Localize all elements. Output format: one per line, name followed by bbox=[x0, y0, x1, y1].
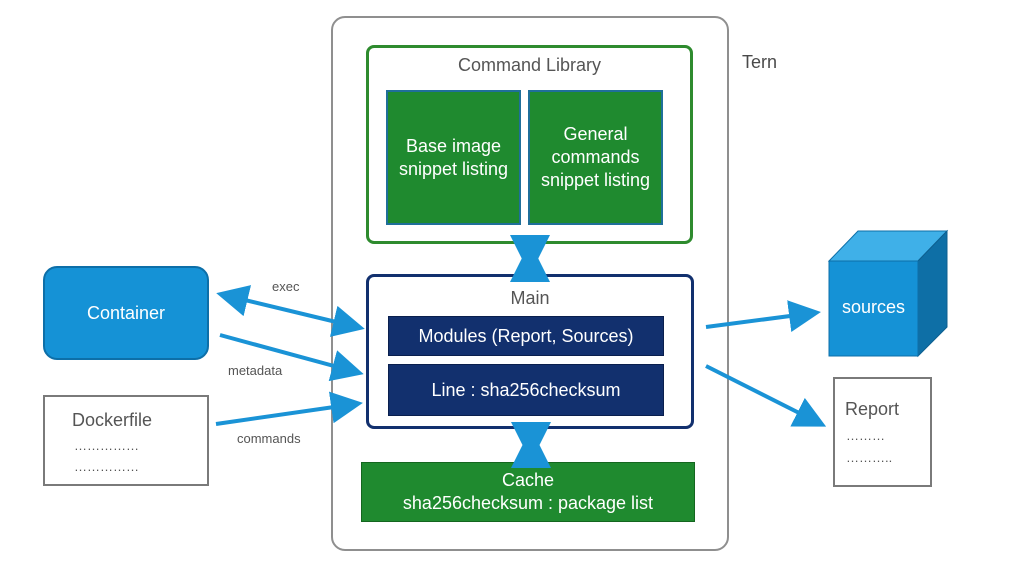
dockerfile-box bbox=[43, 395, 209, 486]
container-box: Container bbox=[43, 266, 209, 360]
report-dots-line: ……… bbox=[846, 428, 885, 443]
container-label: Container bbox=[86, 302, 166, 323]
sources-cube bbox=[827, 229, 949, 358]
general-commands-snippet-tile: General commands snippet listing bbox=[528, 90, 663, 225]
dockerfile-title: Dockerfile bbox=[72, 410, 153, 430]
cache-title: Cache bbox=[501, 470, 555, 490]
exec-label: exec bbox=[272, 279, 300, 294]
commands-label: commands bbox=[237, 431, 301, 446]
report-arrow bbox=[705, 364, 827, 427]
metadata-arrow bbox=[219, 333, 364, 382]
main-title: Main bbox=[510, 288, 550, 308]
command-library-title: Command Library bbox=[457, 55, 602, 75]
base-image-snippet-tile: Base image snippet listing bbox=[386, 90, 521, 225]
dockerfile-dots-line: …………… bbox=[74, 459, 139, 474]
sources-label: sources bbox=[841, 297, 906, 317]
modules-label: Modules (Report, Sources) bbox=[418, 325, 634, 346]
modules-bar: Modules (Report, Sources) bbox=[388, 316, 664, 356]
sources-arrow bbox=[705, 300, 821, 332]
tern-label: Tern bbox=[742, 52, 778, 72]
general-commands-snippet-label: General commands snippet listing bbox=[540, 124, 651, 190]
line-label: Line : sha256checksum bbox=[431, 379, 621, 400]
line-bar: Line : sha256checksum bbox=[388, 364, 664, 416]
metadata-label: metadata bbox=[228, 363, 283, 378]
report-dots-line: ……….. bbox=[846, 450, 893, 465]
report-box bbox=[833, 377, 932, 487]
cache-box: Cache sha256checksum : package list bbox=[361, 462, 695, 522]
base-image-snippet-label: Base image snippet listing bbox=[398, 135, 509, 179]
exec-arrow bbox=[216, 285, 365, 337]
report-title: Report bbox=[845, 399, 900, 419]
commands-arrow bbox=[215, 391, 363, 426]
dockerfile-dots-line: …………… bbox=[74, 438, 139, 453]
cache-subtitle: sha256checksum : package list bbox=[402, 493, 654, 513]
